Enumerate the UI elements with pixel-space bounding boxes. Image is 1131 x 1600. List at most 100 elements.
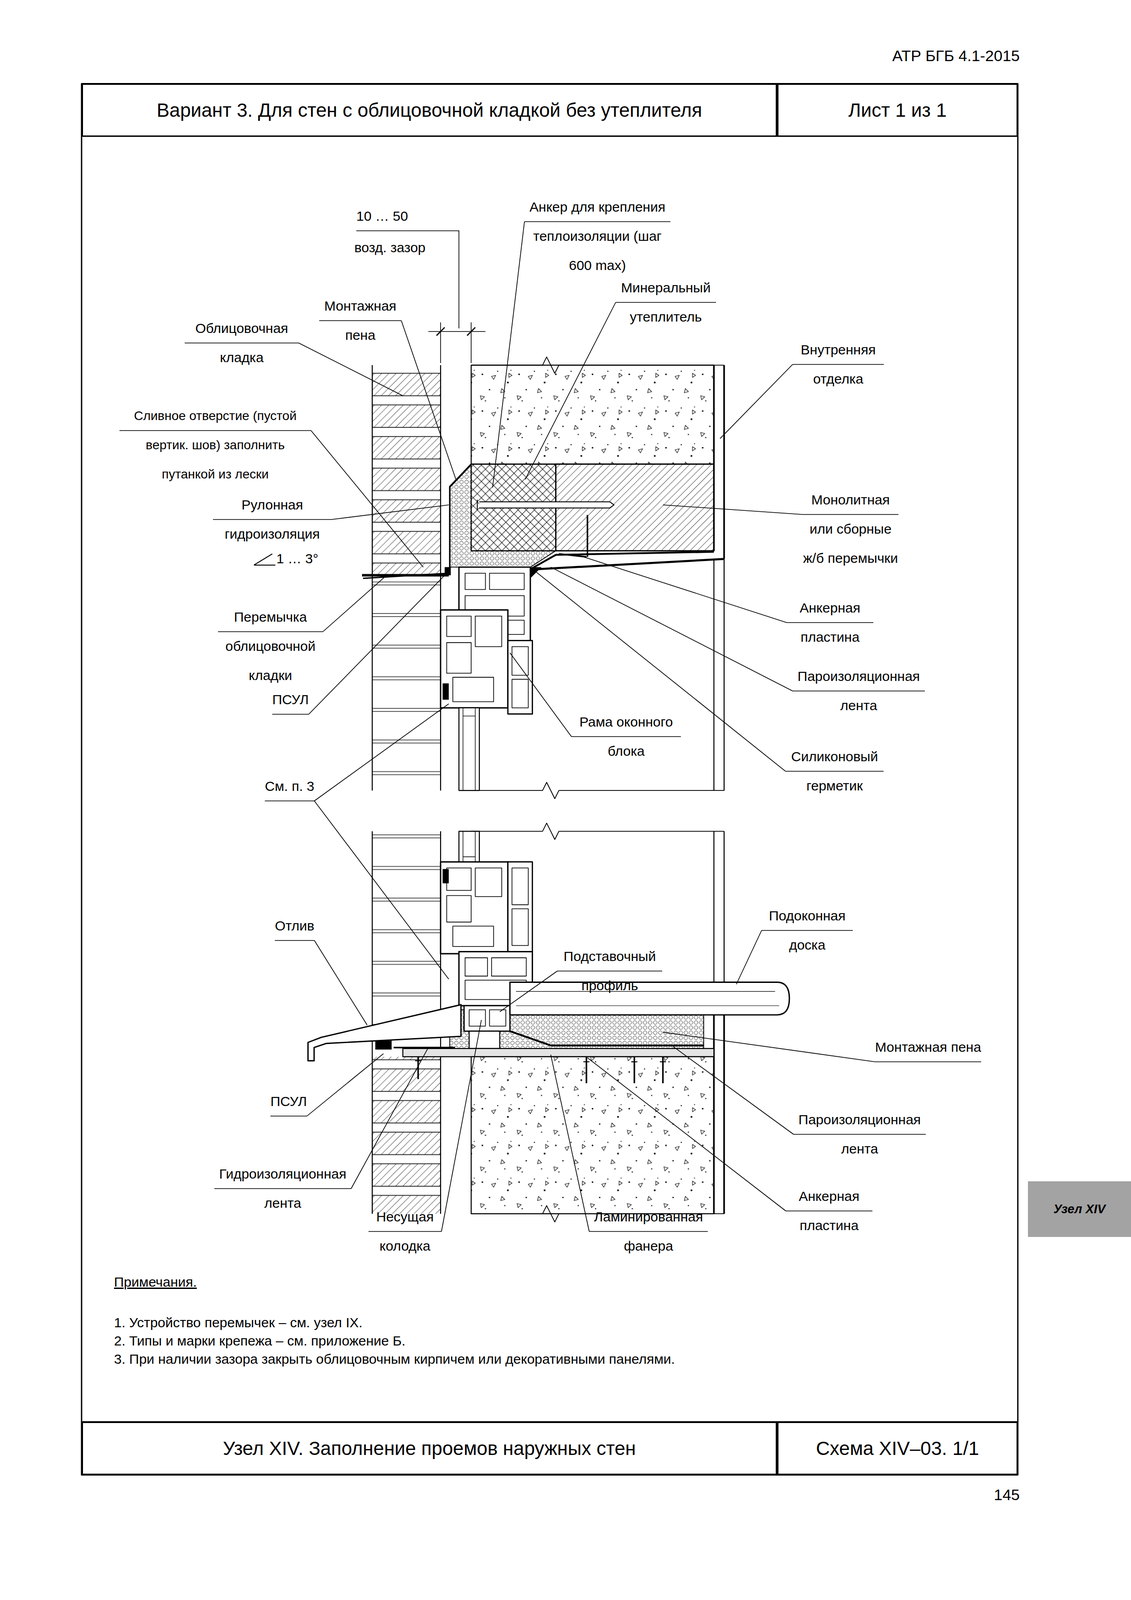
leader-line xyxy=(314,800,449,980)
leader-line xyxy=(792,363,884,365)
callout-label: Монолитная или сборные ж/б перемычки xyxy=(802,485,899,573)
side-tab: Узел XIV xyxy=(1027,1181,1131,1237)
insulation-anchor xyxy=(477,499,615,510)
leader-line xyxy=(311,430,424,567)
profile-chambers xyxy=(469,1009,507,1027)
cell-text: Схема XIV–03. 1/1 xyxy=(815,1437,980,1460)
profile-chambers xyxy=(446,867,502,947)
break-line xyxy=(471,823,725,840)
anchor-plate xyxy=(558,514,588,557)
document-code: АТР БГБ 4.1-2015 xyxy=(892,44,1020,67)
angle-symbol xyxy=(254,553,276,566)
leader-line xyxy=(525,302,616,480)
callout-label: Подставочный профиль xyxy=(557,941,663,1001)
board-grain xyxy=(516,991,780,1006)
glass-pane xyxy=(462,831,476,865)
jamb-line xyxy=(713,831,724,983)
interior-finish xyxy=(713,1014,724,1214)
screw xyxy=(418,1056,664,1084)
leader-line xyxy=(119,430,312,431)
leader-line xyxy=(441,1019,482,1232)
leader-line xyxy=(509,652,572,737)
leader-line xyxy=(663,504,803,515)
cell-text: Вариант 3. Для стен с облицовочной кладк… xyxy=(156,99,703,122)
note: 3. При наличии зазора закрыть облицовочн… xyxy=(114,1349,675,1369)
scheme-number-cell: Схема XIV–03. 1/1 xyxy=(777,1421,1018,1475)
callout-label: Внутренняя отделка xyxy=(792,335,884,394)
leader-line xyxy=(550,1054,590,1232)
callout-label: Пароизоляционная лента xyxy=(792,661,925,721)
laminated-plywood xyxy=(402,1048,714,1057)
glass-pane xyxy=(462,707,476,791)
callout-label: Облицовочная кладка xyxy=(184,313,299,373)
callout-label: ПСУЛ xyxy=(272,684,309,715)
leader-line xyxy=(308,573,447,715)
callout-label: Сливное отверстие (пустой вертик. шов) з… xyxy=(119,401,312,489)
leader-line xyxy=(368,1230,442,1232)
callout-label: Отлив xyxy=(274,911,315,941)
leader-line xyxy=(720,364,793,439)
profile-chambers xyxy=(512,646,529,708)
callout-label: Анкерная пластина xyxy=(786,593,874,652)
leader-line xyxy=(524,221,671,223)
window-sash xyxy=(440,609,509,708)
cell-text: Лист 1 из 1 xyxy=(848,99,947,122)
leader-line xyxy=(214,1188,352,1189)
leader-line xyxy=(272,713,309,715)
glass-unit xyxy=(458,707,480,791)
notes-heading: Примечания. xyxy=(114,1272,198,1292)
window-frame xyxy=(508,861,533,952)
leader-line xyxy=(306,1053,384,1116)
profile-chambers xyxy=(512,867,529,946)
callout-label: Подоконная доска xyxy=(761,901,853,960)
callout-label: ПСУЛ xyxy=(270,1086,307,1116)
leader-line xyxy=(492,221,525,488)
leader-line xyxy=(499,970,558,1012)
leader-line xyxy=(322,576,386,632)
callout-label: Рама оконного блока xyxy=(571,707,681,766)
sheet-number-cell: Лист 1 из 1 xyxy=(777,83,1018,137)
support-block xyxy=(469,1031,500,1049)
leader-line xyxy=(184,342,299,344)
leader-line xyxy=(314,940,368,1025)
title-cell: Вариант 3. Для стен с облицовочной кладк… xyxy=(81,83,778,137)
leader-line xyxy=(264,800,315,802)
leader-line xyxy=(587,1057,786,1211)
screw-thread xyxy=(415,1060,666,1062)
slope-text: 1 … 3° xyxy=(276,544,319,574)
leader-line xyxy=(761,929,853,931)
callout-label: Ламинированная фанера xyxy=(589,1202,708,1261)
leader-line xyxy=(319,320,402,322)
concrete-wall xyxy=(471,365,714,465)
callout-label: Рулонная гидроизоляция xyxy=(212,490,332,549)
leader-line xyxy=(875,1061,982,1063)
callout-label: Гидроизоляционная лента xyxy=(214,1159,352,1218)
callout-label: Несущая колодка xyxy=(368,1202,442,1261)
leader-line xyxy=(802,513,899,515)
leader-line xyxy=(298,342,403,396)
leader-line xyxy=(331,504,449,520)
gasket xyxy=(442,683,449,700)
concrete-wall xyxy=(471,1056,714,1214)
break-line xyxy=(471,357,725,374)
callout-label: Монтажная пена xyxy=(875,1032,982,1062)
break-line xyxy=(471,782,725,799)
page-number: 145 xyxy=(993,1484,1020,1505)
leader-line xyxy=(792,690,925,692)
leader-line xyxy=(786,622,874,623)
dimension-text: 10 … 50 xyxy=(356,201,408,231)
window-sash xyxy=(440,861,509,954)
note: 1. Устройство перемычек – см. узел IX. xyxy=(114,1313,363,1332)
leader-line xyxy=(785,770,884,772)
veneer-cut-bricks xyxy=(372,365,441,577)
leader-line xyxy=(274,939,315,941)
leader-line xyxy=(270,1115,307,1117)
veneer-cut-bricks xyxy=(372,1056,441,1214)
cell-text: Узел XIV. Заполнение проемов наружных ст… xyxy=(223,1437,636,1460)
interior-finish xyxy=(713,365,724,560)
leader-line xyxy=(217,631,323,633)
silicone-sealant xyxy=(530,566,542,579)
leader-line xyxy=(536,572,786,772)
psul-tape xyxy=(375,1040,392,1050)
